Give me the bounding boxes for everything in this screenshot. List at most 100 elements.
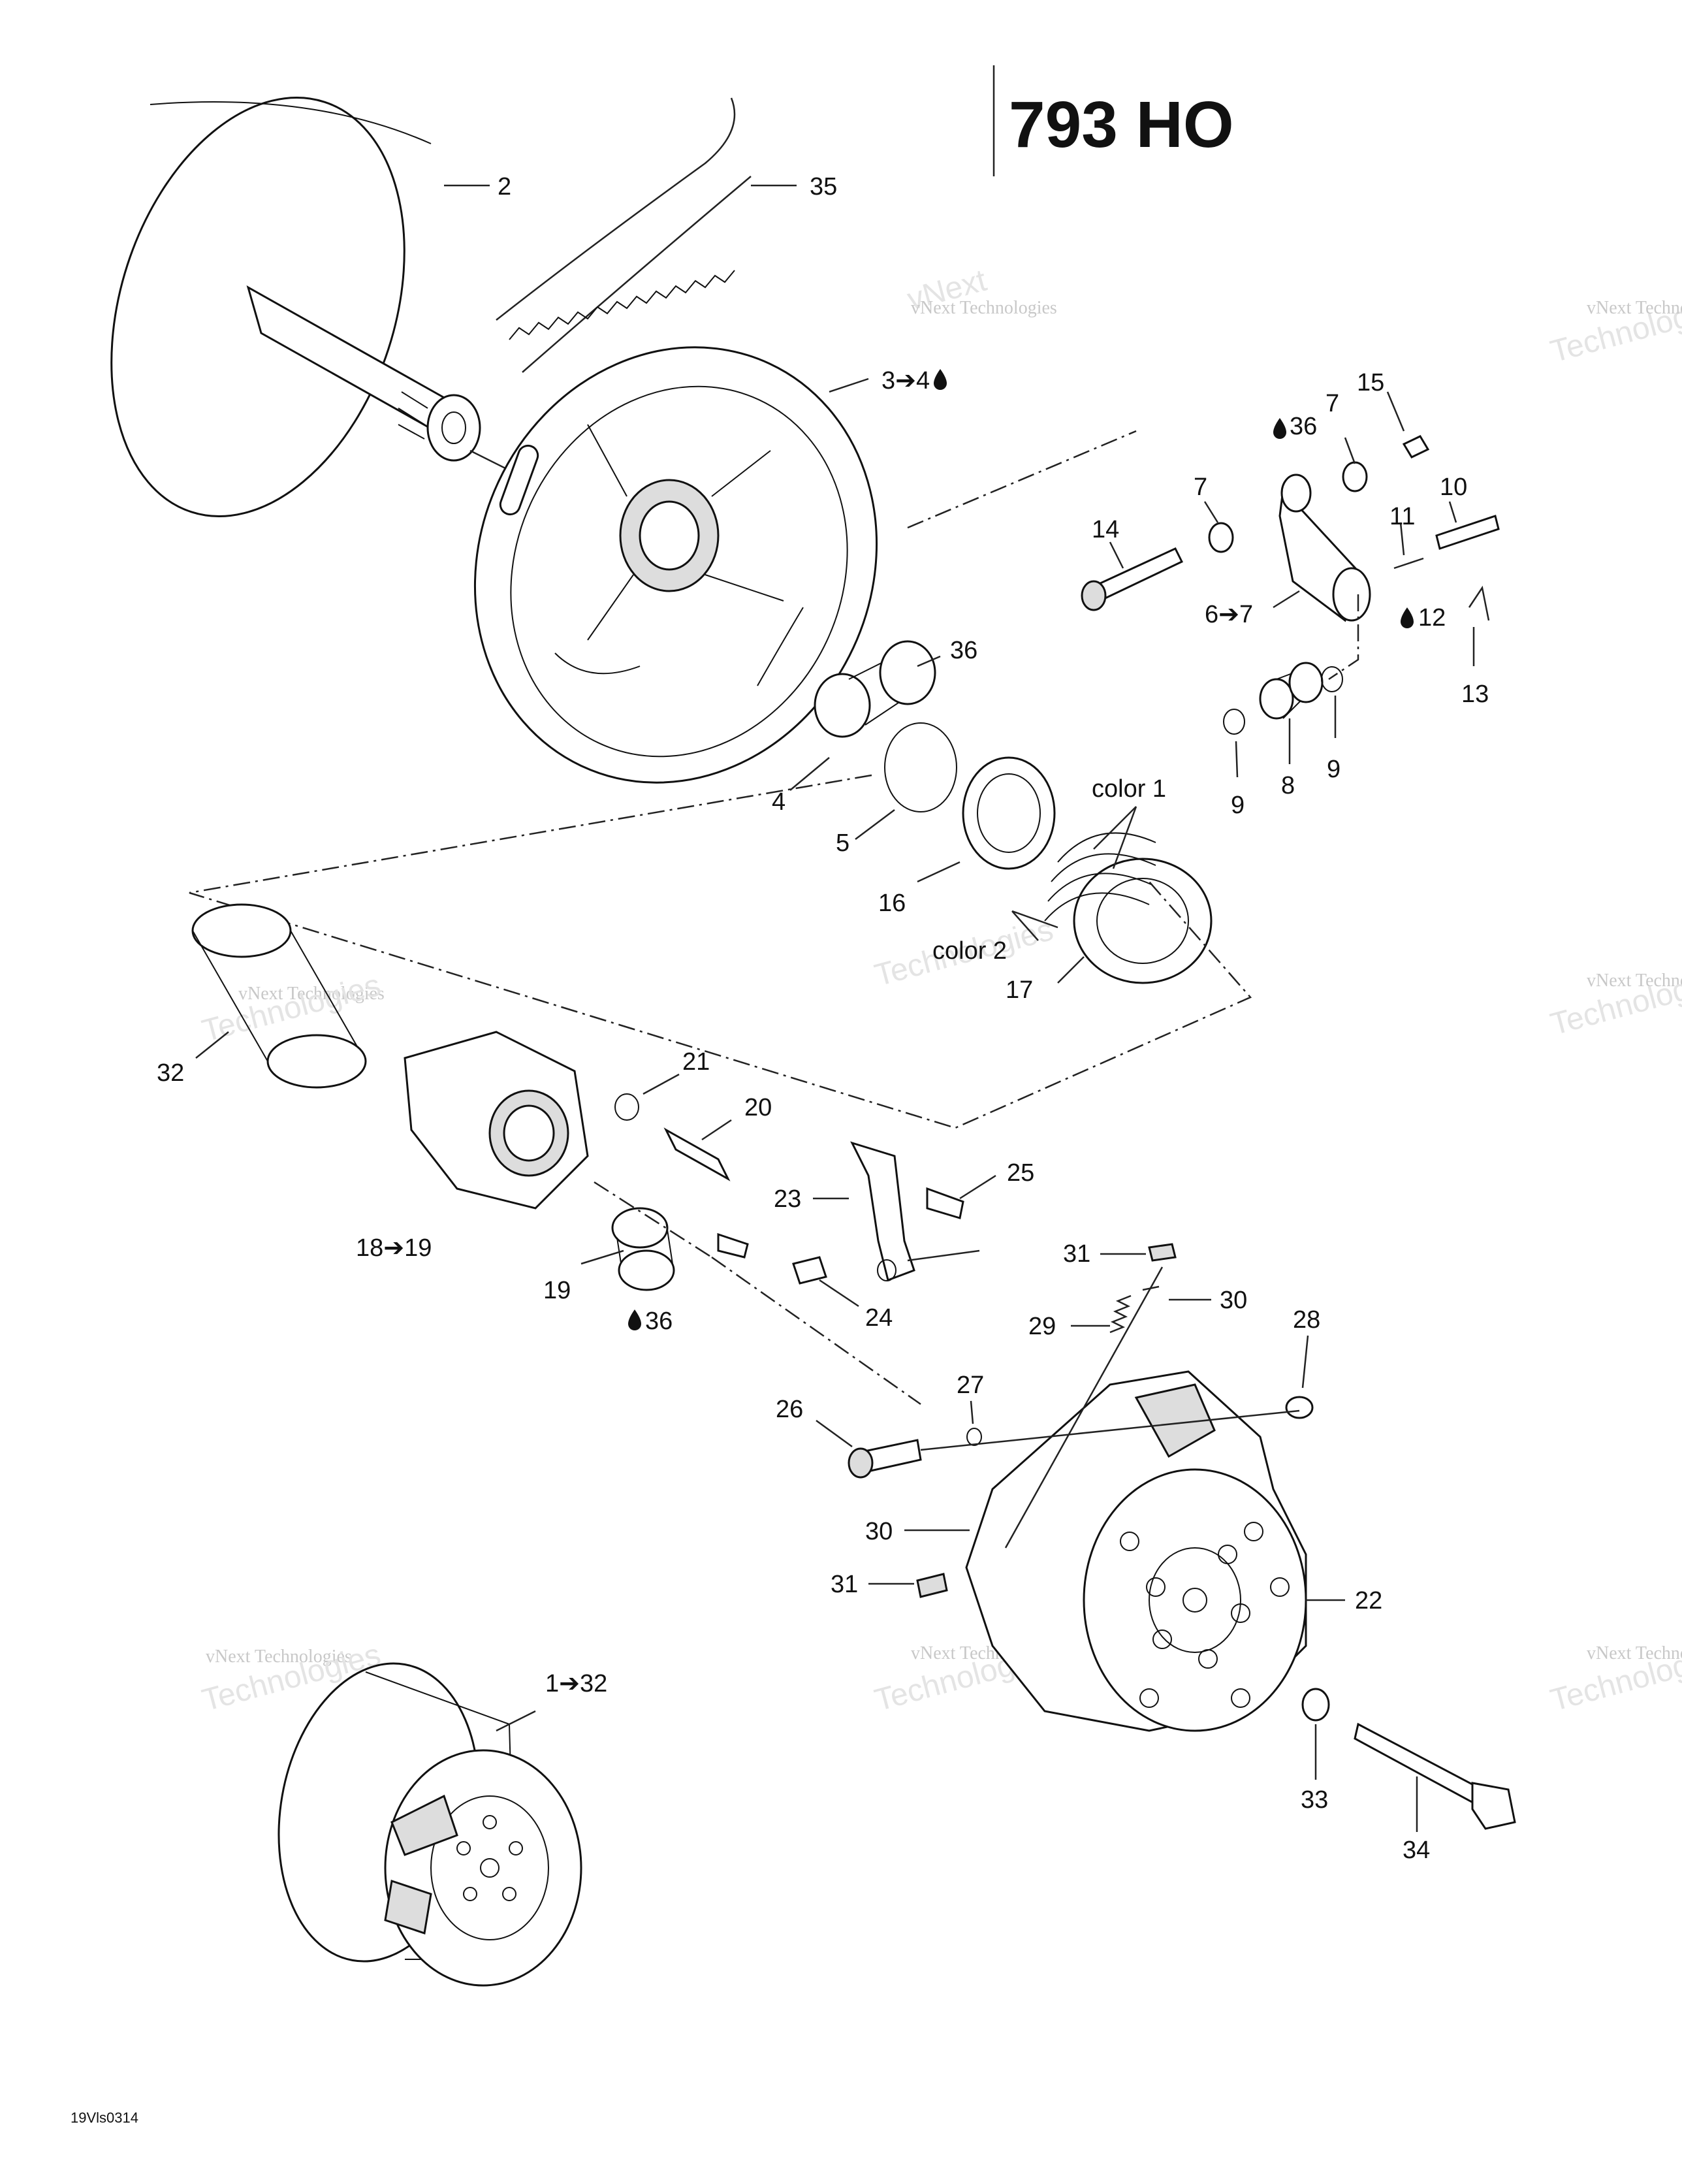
- callout-color-2: color 2: [932, 937, 1007, 965]
- part-washer-7a: [1342, 461, 1368, 492]
- callout-7-top: 7: [1325, 390, 1339, 417]
- watermark-bottom-right: vNext Technologies: [1587, 1643, 1682, 1663]
- part-cam-arm-6: [1278, 474, 1371, 622]
- part-slider-31a: [1148, 1243, 1177, 1262]
- watermark-top-center: vNext Technologies: [911, 298, 1057, 318]
- callout-27: 27: [957, 1372, 984, 1399]
- part-screw-26-head: [848, 1447, 874, 1479]
- assembly-boundary: [189, 774, 1252, 1129]
- part-washer-33: [1301, 1688, 1330, 1722]
- callout-29: 29: [1028, 1313, 1056, 1340]
- watermark-mid-right: vNext Technologies: [1587, 971, 1682, 991]
- callout-4: 4: [772, 788, 785, 816]
- part-washer-21: [614, 1093, 639, 1121]
- callout-23: 23: [774, 1185, 801, 1213]
- callout-30-bottom: 30: [865, 1518, 893, 1545]
- callout-color-1: color 1: [1092, 775, 1166, 803]
- callout-2: 2: [498, 173, 511, 201]
- watermark-top-right: vNext Technologies: [1587, 298, 1682, 318]
- callout-5: 5: [836, 829, 849, 857]
- part-bolt-34: [1354, 1722, 1516, 1830]
- callout-34: 34: [1403, 1837, 1430, 1864]
- part-nut-15: [1402, 435, 1430, 458]
- callout-31-top: 31: [1063, 1240, 1090, 1268]
- callout-31-bottom: 31: [831, 1571, 858, 1598]
- part-roller-8: [1259, 662, 1324, 720]
- part-bolt-14: [1081, 547, 1184, 611]
- callout-26: 26: [776, 1396, 803, 1423]
- part-slider-31b: [916, 1573, 948, 1598]
- oil-drop-icon: [1401, 607, 1414, 628]
- callout-15: 15: [1357, 369, 1384, 396]
- callout-36-mid: 36: [950, 637, 977, 664]
- callout-25: 25: [1007, 1159, 1034, 1187]
- part-spring-17: [1044, 832, 1213, 984]
- part-washer-16: [962, 756, 1056, 870]
- watermark-mid-left: vNext Technologies: [238, 984, 385, 1004]
- part-screw-20: [663, 1127, 731, 1181]
- leader-roller-axis: [1328, 594, 1359, 681]
- callout-21: 21: [682, 1048, 710, 1076]
- part-lever-hole: [877, 1259, 897, 1281]
- callout-1-32: 1➔32: [545, 1670, 607, 1697]
- callout-24: 24: [865, 1304, 893, 1332]
- callout-16: 16: [878, 890, 906, 917]
- part-bushing-19: [611, 1207, 675, 1291]
- callout-10: 10: [1440, 474, 1467, 501]
- part-retaining-ring-5: [884, 722, 957, 812]
- callout-18-19: 18➔19: [356, 1234, 432, 1262]
- callout-11: 11: [1389, 503, 1415, 530]
- part-pin-10: [1435, 515, 1500, 550]
- callout-labels: 2 35 3➔4 36 7 15 7 10 14 11 6➔7 12 13 36…: [157, 173, 1489, 1864]
- callout-9-right: 9: [1327, 756, 1341, 783]
- part-spider-18: [404, 1031, 589, 1210]
- watermark-group: vNext Technologies vNext Technologies vN…: [198, 250, 1682, 1718]
- oil-drop-icon: [934, 369, 947, 390]
- leader-center-axis: [711, 1256, 921, 1405]
- part-pin-25: [926, 1187, 964, 1219]
- watermark-mid-left-tech: Technologies: [198, 968, 384, 1049]
- leader-slider-axis: [1004, 1266, 1164, 1549]
- part-spring-29: [1109, 1294, 1132, 1334]
- callout-7-mid: 7: [1194, 474, 1207, 501]
- callout-20: 20: [744, 1094, 772, 1121]
- callout-30-top: 30: [1220, 1287, 1247, 1314]
- part-lever-23: [850, 1141, 915, 1281]
- callout-33: 33: [1301, 1786, 1328, 1814]
- callout-9-left: 9: [1231, 792, 1245, 819]
- leader-screw-axis: [920, 1409, 1300, 1451]
- leader-lever-pin: [907, 1249, 980, 1262]
- part-drive-belt: [496, 97, 752, 373]
- callout-6-7: 6➔7: [1205, 601, 1253, 628]
- callout-36-top: 36: [1290, 413, 1317, 440]
- callout-28: 28: [1293, 1306, 1320, 1334]
- part-clip-13: [1468, 585, 1490, 621]
- leader-spider-axis: [594, 1181, 712, 1259]
- callout-35: 35: [810, 173, 837, 201]
- reference-code: 19Vls0314: [71, 2110, 138, 2126]
- part-fixed-sheave: [110, 97, 516, 517]
- part-washer-9b: [1321, 666, 1343, 692]
- callout-12: 12: [1418, 604, 1446, 632]
- callout-17: 17: [1006, 976, 1033, 1004]
- part-assembly-1: [278, 1662, 582, 1987]
- callout-32: 32: [157, 1059, 184, 1087]
- oil-drop-icon: [1273, 418, 1286, 439]
- part-pin-25b: [717, 1232, 749, 1259]
- part-bushing-4: [814, 640, 936, 738]
- callout-13: 13: [1461, 681, 1489, 708]
- callout-36-bottom: 36: [645, 1308, 673, 1335]
- part-spring-11: [1393, 557, 1424, 570]
- part-nut-28: [1285, 1396, 1314, 1419]
- page-title: 793 HO: [1009, 88, 1234, 161]
- part-roller-24: [792, 1256, 827, 1285]
- callout-14: 14: [1092, 516, 1119, 543]
- callout-19: 19: [543, 1277, 571, 1304]
- callout-8: 8: [1281, 772, 1295, 799]
- part-cover-22: [965, 1370, 1307, 1732]
- callout-22: 22: [1355, 1587, 1382, 1614]
- part-sleeve-32: [191, 903, 367, 1089]
- oil-drop-icon: [628, 1309, 641, 1330]
- part-washer-27: [966, 1428, 982, 1446]
